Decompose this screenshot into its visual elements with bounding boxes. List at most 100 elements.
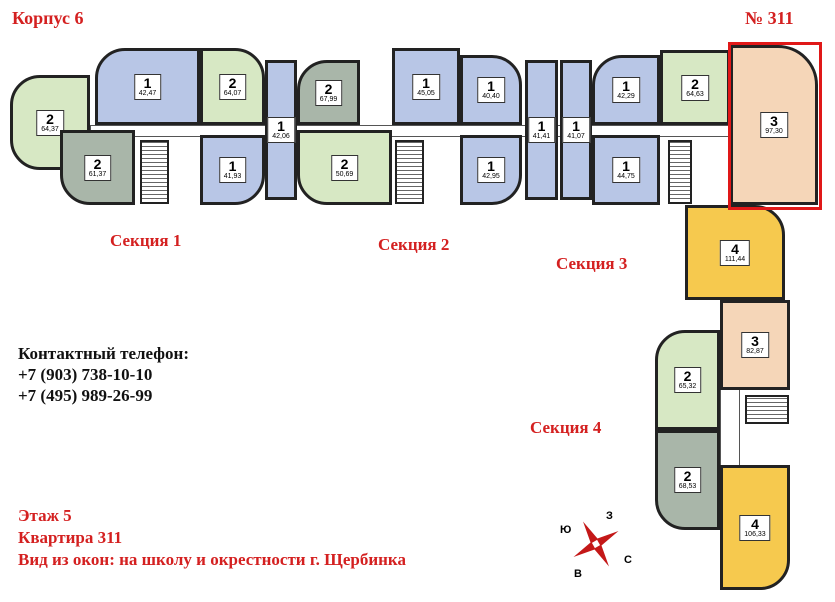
room-count: 1	[487, 78, 495, 94]
room-count: 1	[572, 118, 580, 134]
compass-east: В	[574, 568, 582, 580]
area: 64,07	[223, 89, 242, 97]
compass-north: С	[624, 554, 632, 566]
area: 41,41	[532, 133, 551, 140]
room-count: 1	[228, 158, 237, 174]
room-count: 1	[143, 74, 152, 91]
area: 42,47	[138, 89, 157, 97]
compass-south: Ю	[560, 524, 572, 536]
building-label: Корпус 6	[12, 8, 84, 28]
room-count: 1	[487, 158, 495, 174]
apartment-info: Этаж 5 Квартира 311 Вид из окон: на школ…	[18, 505, 406, 571]
room-count: 4	[731, 240, 739, 257]
area: 41,07	[567, 133, 585, 140]
area: 82,87	[746, 348, 764, 355]
stairwell	[745, 395, 789, 424]
room-count: 1	[622, 78, 630, 94]
area: 64,37	[41, 125, 59, 133]
area: 106,33	[744, 530, 766, 538]
room-count: 2	[691, 75, 699, 92]
area: 65,32	[678, 383, 697, 390]
room-count: 4	[751, 515, 759, 532]
contacts: Контактный телефон: +7 (903) 738-10-10 +…	[18, 343, 189, 406]
section-label: Секция 1	[110, 231, 182, 250]
stairwell	[395, 140, 424, 204]
room-count: 2	[93, 155, 102, 172]
area: 67,99	[319, 95, 338, 103]
view-info: Вид из окон: на школу и окрестности г. Щ…	[18, 550, 406, 569]
area: 42,06	[272, 133, 290, 140]
room-count: 1	[277, 118, 285, 134]
selected-apartment-highlight	[728, 42, 822, 210]
room-count: 2	[228, 74, 237, 91]
compass-icon: З Ю С В	[556, 510, 636, 580]
area: 41,93	[223, 173, 242, 180]
room-count: 2	[46, 110, 54, 127]
stairwell	[140, 140, 169, 204]
phone[interactable]: +7 (495) 989-26-99	[18, 386, 153, 405]
apartment-number-label: № 311	[745, 8, 794, 28]
section-label: Секция 2	[378, 235, 450, 254]
room-count: 2	[324, 80, 333, 97]
area: 64,63	[686, 90, 704, 98]
phone[interactable]: +7 (903) 738-10-10	[18, 365, 153, 384]
area: 40,40	[482, 93, 500, 100]
stairwell	[668, 140, 692, 204]
room-count: 3	[770, 113, 778, 129]
room-count: 1	[537, 118, 546, 134]
compass-west: З	[606, 510, 613, 522]
floor-info: Этаж 5	[18, 506, 72, 525]
area: 45,05	[417, 89, 435, 97]
area: 68,53	[678, 483, 697, 490]
area: 42,95	[482, 173, 500, 180]
room-count: 2	[683, 468, 692, 484]
room-count: 1	[422, 74, 430, 91]
room-count: 2	[340, 155, 349, 172]
room-count: 2	[683, 368, 692, 384]
area: 42,29	[617, 93, 635, 100]
section-label: Секция 4	[530, 418, 602, 437]
apartment-info-number: Квартира 311	[18, 528, 123, 547]
section-label: Секция 3	[556, 254, 628, 273]
